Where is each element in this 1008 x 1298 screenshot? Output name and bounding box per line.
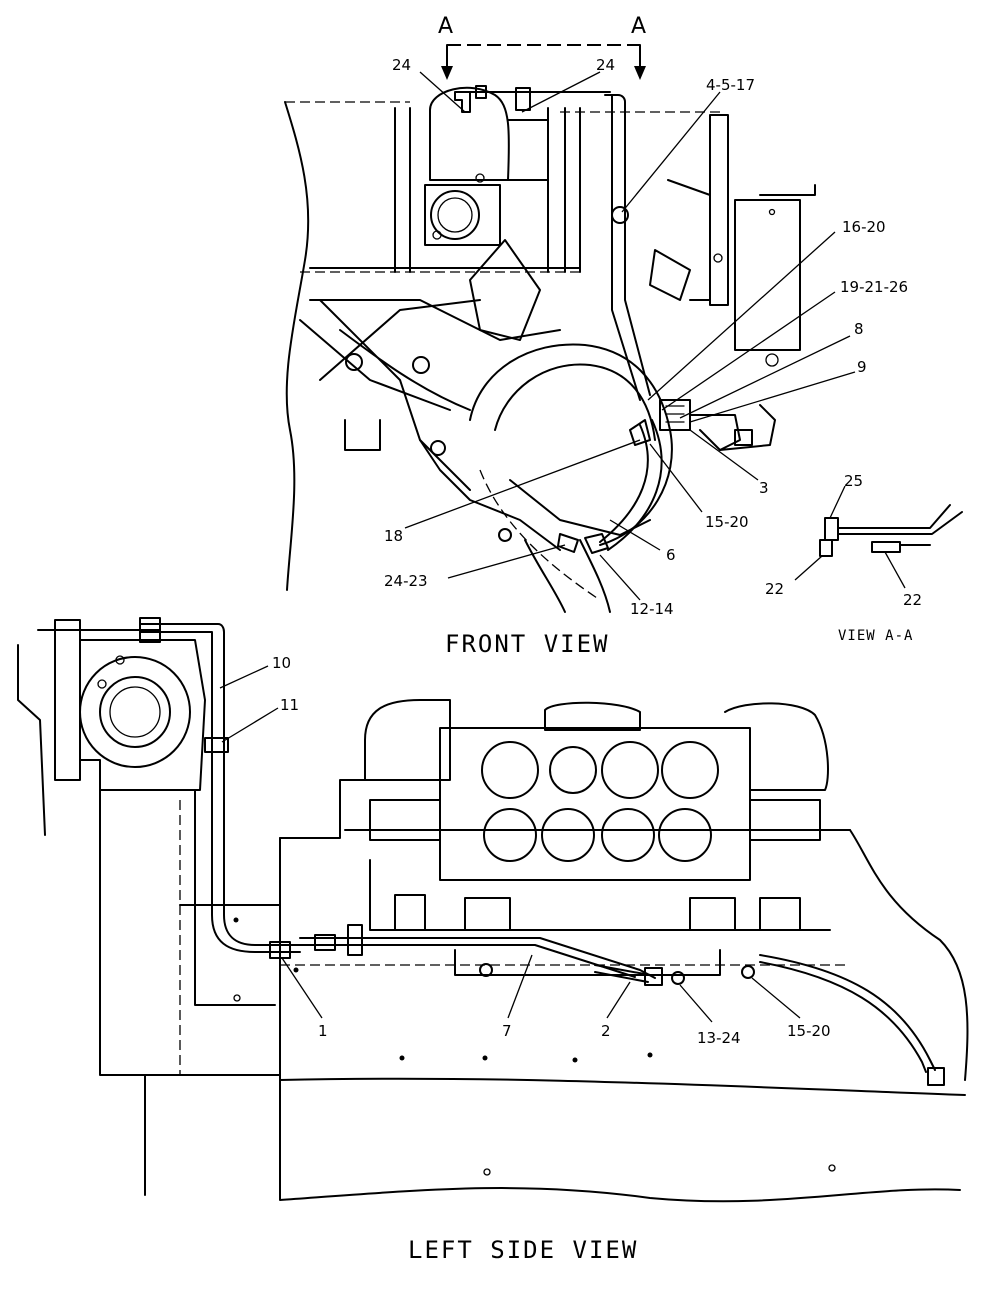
leader-lines: [219, 71, 906, 1023]
callout-19-21-26: 19-21-26: [840, 278, 908, 296]
callout-24-right: 24: [596, 56, 615, 74]
callout-24-left: 24: [392, 56, 411, 74]
callout-15-20-left: 15-20: [787, 1022, 831, 1040]
callout-3: 3: [759, 479, 769, 497]
callout-1: 1: [318, 1022, 328, 1040]
callout-15-20-front: 15-20: [705, 513, 749, 531]
callout-12-14: 12-14: [630, 600, 674, 618]
callout-8: 8: [854, 320, 864, 338]
left-side-view-title: LEFT SIDE VIEW: [408, 1236, 638, 1264]
callout-11: 11: [280, 696, 299, 714]
left-side-view-drawing: [17, 617, 969, 1203]
callout-9: 9: [857, 358, 867, 376]
callout-18: 18: [384, 527, 403, 545]
detail-view-drawing: [819, 504, 963, 557]
callout-10: 10: [272, 654, 291, 672]
callout-13-24: 13-24: [697, 1029, 741, 1047]
callout-25: 25: [844, 472, 863, 490]
view-a-a-title: VIEW A-A: [838, 628, 913, 644]
callout-22-right: 22: [903, 591, 922, 609]
section-mark-right: A: [631, 14, 646, 39]
section-mark-left: A: [438, 14, 453, 39]
callout-labels: 24 24 4-5-17 16-20 19-21-26 8 9 3 15-20 …: [272, 56, 922, 1047]
callout-24-23: 24-23: [384, 572, 428, 590]
callout-2: 2: [601, 1022, 611, 1040]
front-view-title: FRONT VIEW: [445, 630, 610, 658]
front-view-drawing: [284, 85, 816, 613]
callout-7: 7: [502, 1022, 512, 1040]
callout-22-left: 22: [765, 580, 784, 598]
callout-6: 6: [666, 546, 676, 564]
section-marker: A A: [438, 14, 646, 80]
callout-4-5-17: 4-5-17: [706, 76, 755, 94]
callout-16-20: 16-20: [842, 218, 886, 236]
